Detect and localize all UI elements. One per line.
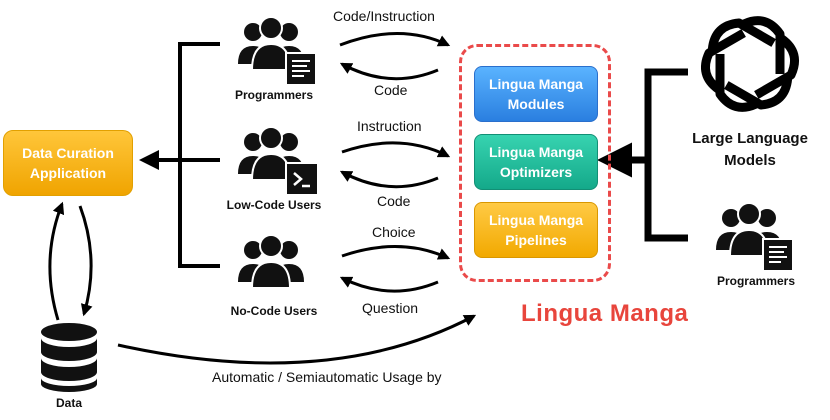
right-code-page-icon — [762, 238, 794, 272]
data-curation-application-box: Data Curation Application — [3, 130, 133, 196]
database-icon — [41, 323, 97, 392]
openai-logo-icon — [701, 16, 799, 112]
programmers-label: Programmers — [234, 88, 314, 102]
data-label: Data — [55, 396, 82, 410]
lingua-manga-modules-box[interactable]: Lingua Manga Modules — [474, 66, 598, 122]
user-bracket — [178, 42, 220, 268]
lingua-manga-pipelines-box[interactable]: Lingua Manga Pipelines — [474, 202, 598, 258]
lingua-manga-optimizers-box[interactable]: Lingua Manga Optimizers — [474, 134, 598, 190]
flow-choice: Choice — [372, 224, 416, 240]
right-programmers-label: Programmers — [716, 274, 796, 288]
arrow-code-instruction — [339, 32, 451, 47]
flow-question: Question — [362, 300, 419, 316]
large-language-models-label: Large Language Models — [692, 130, 808, 169]
llm-bracket — [618, 68, 688, 242]
arrow-code-back-2 — [339, 170, 439, 189]
arrow-data-to-lingua — [117, 314, 477, 365]
right-programmers-users-icon — [716, 202, 782, 257]
flow-instruction: Instruction — [357, 118, 422, 134]
flow-code-2: Code — [377, 193, 411, 209]
arrow-question-back — [339, 276, 439, 293]
lingua-manga-container — [459, 44, 611, 282]
no-code-users-label: No-Code Users — [230, 304, 318, 318]
flow-code-instruction: Code/Instruction — [333, 8, 435, 24]
lingua-manga-title: Lingua Manga — [521, 300, 689, 327]
flow-code-1: Code — [374, 82, 408, 98]
code-page-icon — [285, 52, 317, 86]
arrow-code-back-1 — [339, 62, 439, 81]
flow-automatic: Automatic / Semiautomatic Usage by — [212, 369, 442, 385]
arrow-curation-to-data — [78, 205, 93, 317]
no-code-users-icon — [238, 234, 304, 289]
arrow-instruction — [341, 141, 451, 158]
arrow-data-to-curation — [48, 201, 65, 321]
low-code-users-label: Low-Code Users — [226, 198, 322, 212]
terminal-icon — [285, 162, 319, 196]
arrow-choice — [341, 244, 451, 260]
